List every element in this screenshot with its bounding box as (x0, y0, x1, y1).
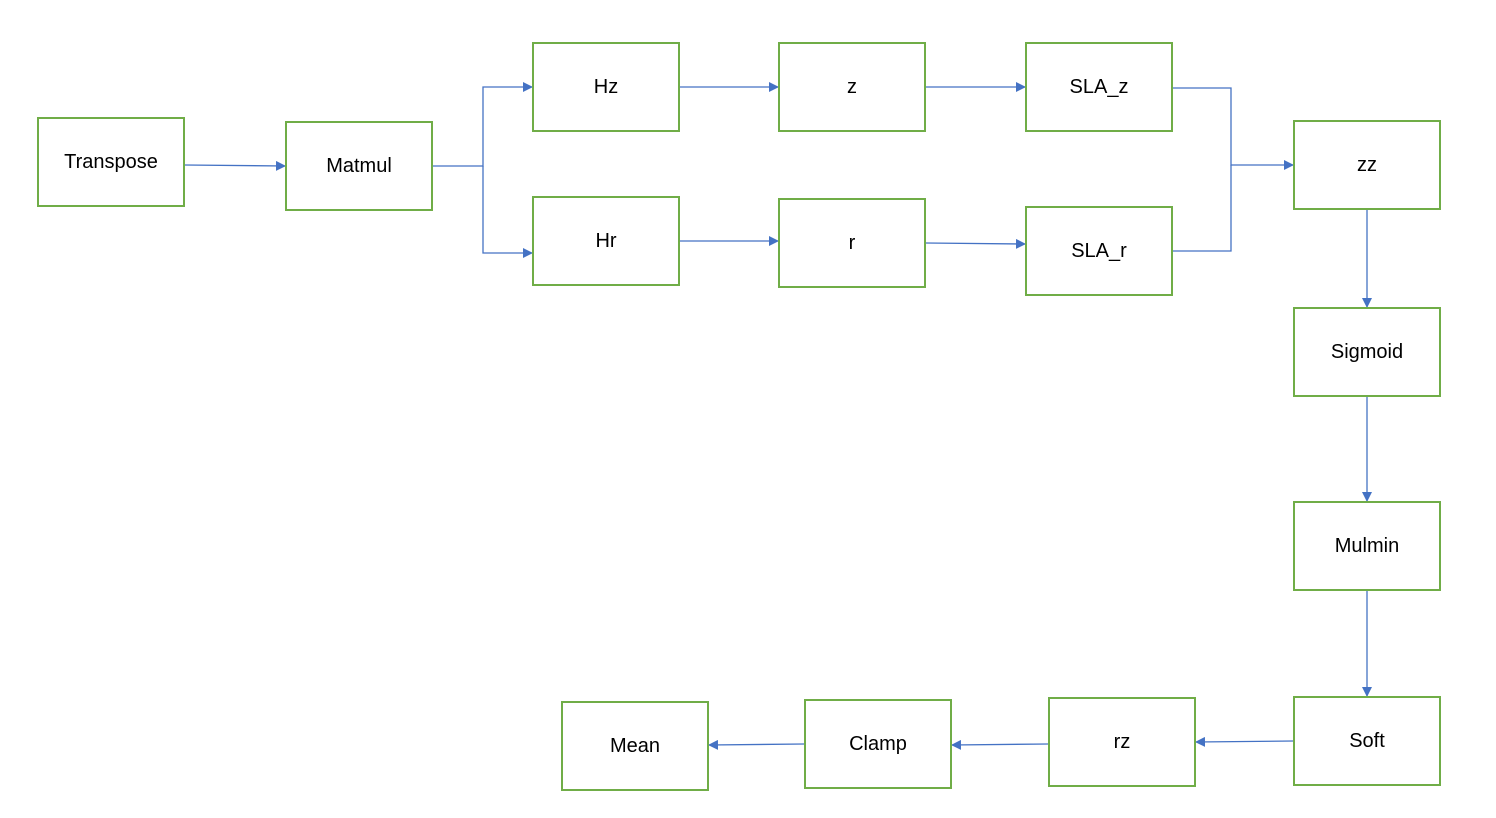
node-hz: Hz (532, 42, 680, 132)
node-rz: rz (1048, 697, 1196, 787)
edge-transpose-matmul (184, 160, 286, 171)
node-zz-label: zz (1357, 153, 1377, 176)
node-mean-label: Mean (609, 734, 661, 757)
node-sla-z-label: SLA_z (1069, 75, 1129, 98)
node-sla-r: SLA_r (1025, 206, 1173, 296)
node-clamp: Clamp (804, 699, 952, 789)
node-clamp-label: Clamp (849, 732, 907, 755)
node-mulmin: Mulmin (1293, 501, 1441, 591)
node-sigmoid-label: Sigmoid (1330, 340, 1404, 363)
edge-clamp-mean (708, 739, 805, 750)
edge-slar-zz (1173, 165, 1232, 252)
node-sigmoid: Sigmoid (1293, 307, 1441, 397)
node-sla-r-label: SLA_r (1071, 239, 1127, 262)
node-z: z (778, 42, 926, 132)
node-transpose-label: Transpose (64, 150, 158, 173)
node-soft-label: Soft (1349, 729, 1385, 752)
node-r: r (778, 198, 926, 288)
node-mean: Mean (561, 701, 709, 791)
node-transpose: Transpose (37, 117, 185, 207)
node-sla-z: SLA_z (1025, 42, 1173, 132)
node-matmul-label: Matmul (326, 154, 392, 177)
node-hz-label: Hz (593, 75, 619, 98)
node-hr-label: Hr (595, 229, 617, 252)
node-rz-label: rz (1113, 730, 1131, 753)
node-mulmin-label: Mulmin (1334, 534, 1400, 557)
edge-soft-rz (1195, 736, 1294, 747)
node-z-label: z (847, 75, 857, 98)
edge-matmul-hz (433, 82, 533, 167)
node-hr: Hr (532, 196, 680, 286)
edge-matmul-hr (482, 166, 533, 258)
node-matmul: Matmul (285, 121, 433, 211)
edge-slaz-zz (1173, 87, 1294, 170)
node-zz: zz (1293, 120, 1441, 210)
node-r-label: r (848, 231, 856, 254)
edge-r-slar (925, 238, 1026, 249)
edge-rz-clamp (951, 739, 1049, 750)
node-soft: Soft (1293, 696, 1441, 786)
